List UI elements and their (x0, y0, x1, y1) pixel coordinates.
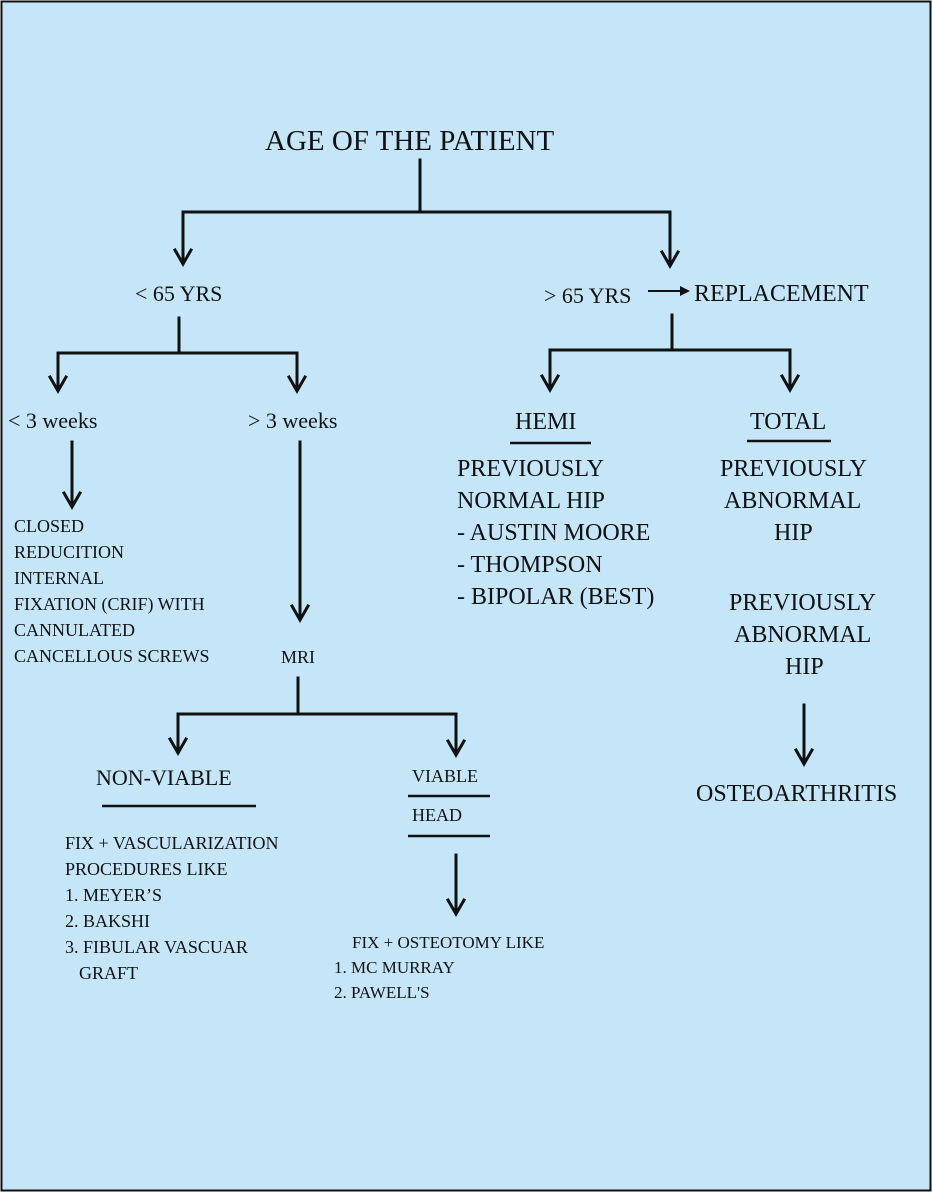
total-item: PREVIOUSLY (720, 456, 867, 482)
total-item-2: ABNORMAL (734, 622, 872, 648)
non-viable-treatment-line: 2. BAKSHI (65, 911, 151, 931)
arrow-over-3-weeks (286, 374, 308, 395)
viable-node: VIABLE (412, 766, 478, 786)
viable-treatment-line: 1. MC MURRAY (334, 958, 455, 977)
hemi-item: NORMAL HIP (457, 488, 605, 514)
non-viable-treatment-line: 3. FIBULAR VASCUAR (65, 937, 248, 957)
hemi-item: - THOMPSON (457, 552, 603, 578)
viable-treatment-line: 2. PAWELL'S (334, 983, 430, 1002)
total-item: ABNORMAL (724, 488, 862, 514)
arrow-non-viable (167, 736, 189, 757)
non-viable-treatment-line: FIX + VASCULARIZATION (65, 833, 279, 853)
viable-treatment-line: FIX + OSTEOTOMY LIKE (352, 933, 545, 952)
hemi-node: HEMI (515, 409, 577, 435)
total-item-2: PREVIOUSLY (729, 590, 876, 616)
arrow-to-replacement-head (680, 286, 690, 296)
non-viable-treatment-line: GRAFT (79, 963, 139, 983)
arrow-viable (445, 738, 467, 759)
non-viable-treatment-line: 1. MEYER’S (65, 885, 163, 905)
under-65-node: < 65 YRS (135, 281, 223, 306)
non-viable-node: NON-VIABLE (96, 765, 232, 790)
arrow-crif (61, 490, 83, 511)
hemi-item: - AUSTIN MOORE (457, 520, 651, 546)
crif-line: INTERNAL (14, 568, 104, 588)
arrow-total (779, 373, 801, 394)
root-node: AGE OF THE PATIENT (265, 125, 555, 157)
arrow-osteoarthritis (793, 747, 815, 768)
crif-line: CLOSED (14, 516, 85, 536)
replacement-node: REPLACEMENT (694, 281, 869, 307)
total-node: TOTAL (750, 409, 827, 435)
arrow-under-65 (172, 247, 194, 268)
crif-line: CANCELLOUS SCREWS (14, 646, 210, 666)
viable-head-node: HEAD (412, 805, 462, 825)
mri-node: MRI (281, 647, 316, 667)
total-item: HIP (774, 520, 813, 546)
connector-under-65 (56, 316, 299, 391)
hemi-item: - BIPOLAR (BEST) (457, 584, 655, 610)
non-viable-treatment-line: PROCEDURES LIKE (65, 859, 228, 879)
crif-line: FIXATION (CRIF) WITH (14, 594, 205, 614)
osteoarthritis-node: OSTEOARTHRITIS (696, 781, 898, 807)
arrow-mri (289, 603, 311, 624)
hemi-item: PREVIOUSLY (457, 456, 604, 482)
under-3-weeks-node: < 3 weeks (8, 408, 98, 433)
connector-root (181, 158, 672, 266)
arrow-under-3-weeks (47, 374, 69, 395)
over-65-node: > 65 YRS (544, 283, 632, 308)
crif-line: CANNULATED (14, 620, 135, 640)
connector-replacement (548, 313, 792, 390)
arrow-hemi (539, 373, 561, 394)
connector-mri (176, 676, 458, 755)
arrow-osteotomy (445, 897, 467, 918)
arrow-over-65 (659, 249, 681, 270)
total-item-2: HIP (785, 654, 824, 680)
crif-line: REDUCITION (14, 542, 124, 562)
over-3-weeks-node: > 3 weeks (248, 408, 338, 433)
